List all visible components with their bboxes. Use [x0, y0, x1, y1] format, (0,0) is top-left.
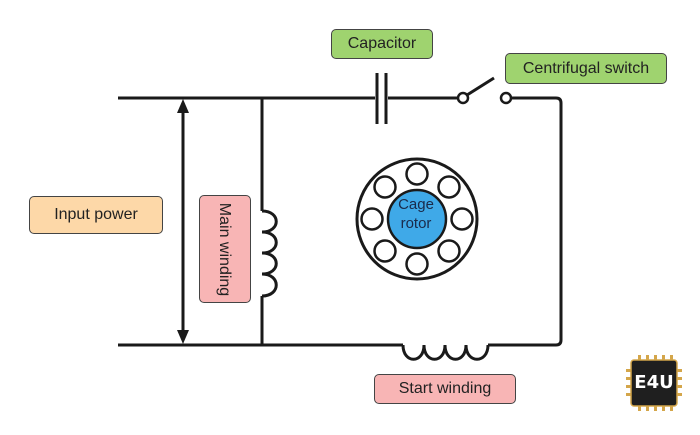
centrifugal-switch-label: Centrifugal switch	[505, 53, 667, 84]
start-winding-label: Start winding	[374, 374, 516, 404]
cage-rotor-line-1: Cage	[398, 196, 434, 213]
start-winding-coil	[401, 344, 490, 361]
switch-symbol	[456, 76, 513, 105]
right-wire	[488, 96, 563, 347]
logo-text: E4U	[634, 372, 674, 393]
cage-rotor	[355, 157, 479, 281]
main-winding-coil	[261, 209, 278, 298]
e4u-chip-logo-icon	[626, 355, 682, 411]
main-winding-label: Main winding	[199, 195, 251, 303]
cage-rotor-label: Cage rotor	[386, 195, 446, 233]
main-winding-text: Main winding	[216, 202, 234, 296]
input-power-label: Input power	[29, 196, 163, 234]
capacitor-label: Capacitor	[331, 29, 433, 59]
capacitor-symbol	[375, 73, 388, 124]
input-power-arrow	[177, 99, 189, 344]
cage-rotor-line-2: rotor	[400, 215, 432, 232]
